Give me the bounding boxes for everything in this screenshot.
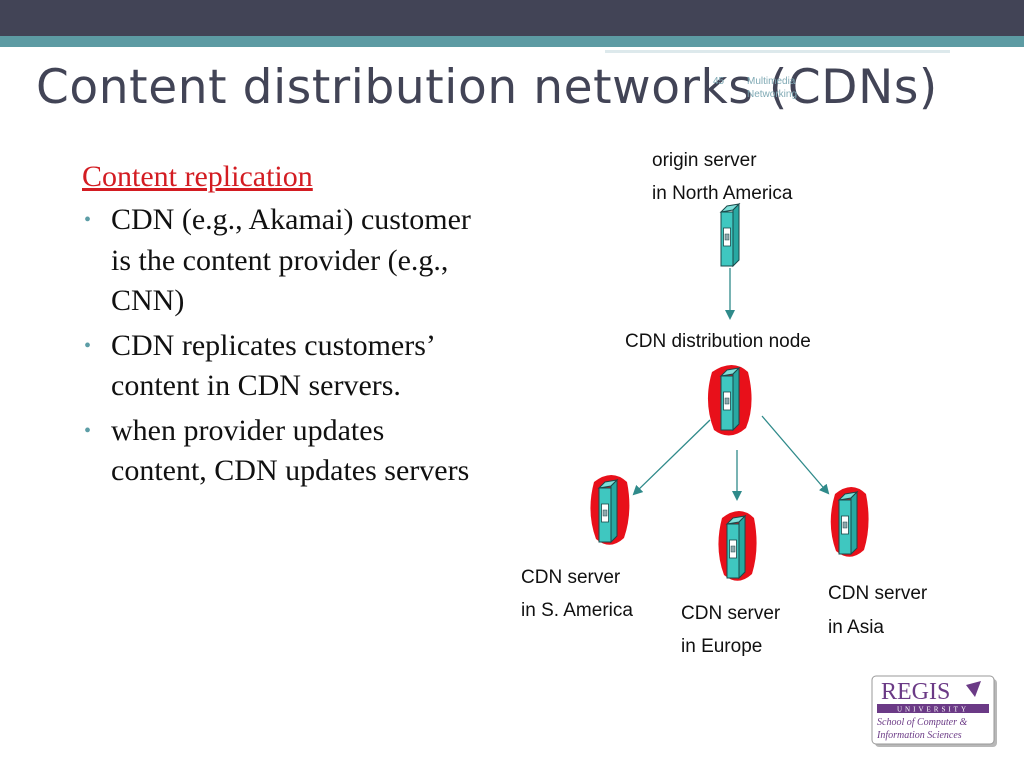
south-america-label-line2: in S. America xyxy=(521,600,633,621)
bullet-text: when provider updates content, CDN updat… xyxy=(111,413,470,488)
slide-title: Content distribution networks (CDNs) xyxy=(36,60,938,115)
slide-number: 45 xyxy=(713,76,725,87)
logo-emblem-icon xyxy=(966,681,981,697)
asia-server-icon xyxy=(830,487,869,557)
header-note: Multimedia Networking xyxy=(747,76,798,100)
logo-name: REGIS xyxy=(881,679,950,705)
content-subheading: Content replication xyxy=(82,160,313,193)
bullet-dot-icon: • xyxy=(84,419,92,442)
origin-label-line2: in North America xyxy=(652,183,793,204)
logo-line2: Information Sciences xyxy=(876,730,962,741)
asia-label-line2: in Asia xyxy=(828,617,884,638)
top-bar xyxy=(0,0,1024,36)
arrow-to-south-america xyxy=(632,419,711,496)
regis-university-logo: REGIS UNIVERSITY School of Computer & In… xyxy=(871,675,997,747)
bullet-item: • CDN (e.g., Akamai) customer is the cont… xyxy=(82,200,482,322)
distribution-node-server-icon xyxy=(707,365,752,436)
asia-label-line1: CDN server xyxy=(828,583,928,604)
distribution-label: CDN distribution node xyxy=(625,331,811,352)
bullet-text: CDN (e.g., Akamai) customer is the conte… xyxy=(111,203,471,317)
europe-server-icon xyxy=(718,511,757,581)
logo-line1: School of Computer & xyxy=(877,717,967,728)
origin-server-icon xyxy=(720,203,740,267)
header-accent-line xyxy=(605,50,950,53)
bullet-item: • when provider updates content, CDN upda… xyxy=(82,411,482,492)
bullet-dot-icon: • xyxy=(84,209,92,231)
slide-content: Content replication • CDN (e.g., Akamai) … xyxy=(82,158,482,496)
south-america-server-icon xyxy=(590,475,630,545)
arrow-to-asia xyxy=(761,415,830,495)
bullet-item: • CDN replicates customers’ content in CD… xyxy=(82,326,482,407)
origin-label-line1: origin server xyxy=(652,150,757,171)
europe-label-line1: CDN server xyxy=(681,603,781,624)
bullet-dot-icon: • xyxy=(84,334,92,357)
bullet-list: • CDN (e.g., Akamai) customer is the cont… xyxy=(82,200,482,492)
logo-subname: UNIVERSITY xyxy=(897,706,969,714)
bullet-text: CDN replicates customers’ content in CDN… xyxy=(111,328,434,403)
europe-label-line2: in Europe xyxy=(681,636,762,657)
south-america-label-line1: CDN server xyxy=(521,567,621,588)
teal-band xyxy=(0,36,1024,47)
